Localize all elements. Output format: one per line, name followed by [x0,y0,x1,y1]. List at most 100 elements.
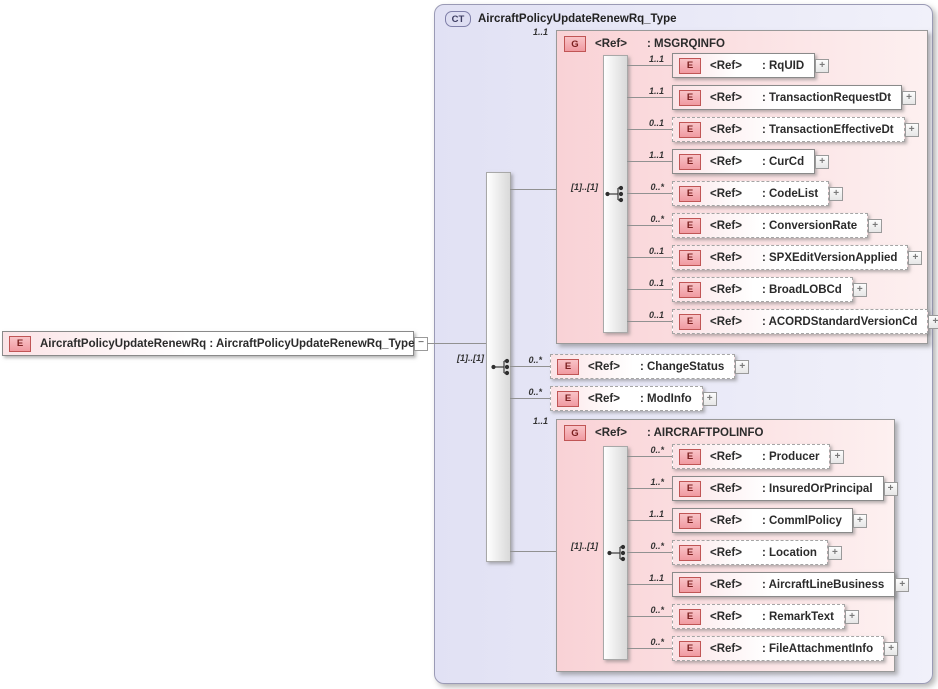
root-element-box[interactable]: E AircraftPolicyUpdateRenewRq : Aircraft… [2,331,414,356]
element-name: : RqUID [761,59,805,72]
element-box[interactable]: E <Ref> : CodeList + [672,181,844,206]
element-ref: <Ref> [710,283,742,296]
group-header: G <Ref> : MSGRQINFO [564,36,725,52]
element-name: : ChangeStatus [639,360,725,373]
element-badge: E [679,57,701,74]
expand-icon[interactable]: + [735,359,750,374]
element-name: : FileAttachmentInfo [761,642,874,655]
element-box[interactable]: E<Ref>: RqUID+ [672,53,830,78]
expand-icon[interactable]: + [868,218,883,233]
element-badge: E [679,185,701,202]
element-ref: <Ref> [710,482,742,495]
element-name: : ACORDStandardVersionCd [761,315,918,328]
element-ref: <Ref> [710,187,742,200]
element-name: : AircraftLineBusiness [761,578,885,591]
expand-icon[interactable]: + [702,391,717,406]
expand-icon[interactable]: + [829,186,844,201]
element-ref: <Ref> [710,219,742,232]
element-badge: E [679,480,701,497]
element-name: : ConversionRate [761,219,858,232]
element-box[interactable]: E <Ref> : AircraftLineBusiness + [672,572,910,597]
expand-icon[interactable]: + [815,154,830,169]
element-box[interactable]: E <Ref> : ConversionRate + [672,213,883,238]
element-ref: <Ref> [710,642,742,655]
group-badge: G [564,36,586,52]
element-ref: <Ref> [710,450,742,463]
expand-icon[interactable]: + [908,250,923,265]
element-ref: <Ref> [710,155,742,168]
element-box[interactable]: E<Ref>: Producer+ [672,444,845,469]
element-badge: E [679,448,701,465]
group-name: : MSGRQINFO [646,38,725,50]
element-box[interactable]: E<Ref>: TransactionRequestDt+ [672,85,917,110]
element-box[interactable]: E<Ref>: TransactionEffectiveDt+ [672,117,919,142]
element-box[interactable]: E <Ref> : CommlPolicy + [672,508,867,533]
element-badge: E [679,89,701,106]
element-badge: E [9,335,31,352]
element-box[interactable]: E <Ref> : BroadLOBCd + [672,277,867,302]
element-badge: E [679,512,701,529]
element-name: : BroadLOBCd [761,283,842,296]
expand-icon[interactable]: + [852,282,867,297]
element-box[interactable]: E <Ref> : CurCd + [672,149,830,174]
element-box[interactable]: E <Ref> : FileAttachmentInfo + [672,636,899,661]
group-ref: <Ref> [595,38,627,50]
element-box[interactable]: E <Ref> : RemarkText + [672,604,859,629]
element-name: : SPXEditVersionApplied [761,251,898,264]
complex-type-header: CT AircraftPolicyUpdateRenewRq_Type [445,11,677,27]
element-ref: <Ref> [710,514,742,527]
element-ref: <Ref> [710,315,742,328]
collapse-icon[interactable]: − [414,337,428,351]
expand-icon[interactable]: + [830,449,845,464]
root-element-label: AircraftPolicyUpdateRenewRq : AircraftPo… [40,337,415,350]
element-badge: E [557,358,579,375]
expand-icon[interactable]: + [883,481,898,496]
element-ref: <Ref> [588,392,620,405]
element-name: : Location [761,546,817,559]
expand-icon[interactable]: + [895,577,910,592]
complex-type-title: AircraftPolicyUpdateRenewRq_Type [478,13,677,25]
element-box[interactable]: E<Ref>: Location+ [672,540,842,565]
element-ref: <Ref> [710,578,742,591]
element-badge: E [679,153,701,170]
element-badge: E [679,640,701,657]
expand-icon[interactable]: + [827,545,842,560]
element-badge: E [679,217,701,234]
group-badge: G [564,425,586,441]
expand-icon[interactable]: + [815,58,830,73]
element-badge: E [679,313,701,330]
element-name: : TransactionEffectiveDt [761,123,894,136]
element-name: : RemarkText [761,610,834,623]
element-badge: E [679,249,701,266]
element-badge: E [679,608,701,625]
element-box[interactable]: E<Ref>: InsuredOrPrincipal+ [672,476,898,501]
element-badge: E [679,544,701,561]
element-name: : CurCd [761,155,805,168]
group-header: G <Ref> : AIRCRAFTPOLINFO [564,425,763,441]
element-name: : CommlPolicy [761,514,842,527]
expand-icon[interactable]: + [902,90,917,105]
element-badge: E [679,576,701,593]
element-box[interactable]: E<Ref>: ChangeStatus+ [550,354,750,379]
element-name: : CodeList [761,187,819,200]
element-badge: E [679,281,701,298]
element-box[interactable]: E <Ref> : SPXEditVersionApplied + [672,245,923,270]
element-box[interactable]: E <Ref> : ACORDStandardVersionCd + [672,309,938,334]
sequence-cardinality: [1]..[1] [457,353,484,363]
expand-icon[interactable]: + [884,641,899,656]
sequence-bar [486,172,511,562]
element-ref: <Ref> [710,610,742,623]
group-name: : AIRCRAFTPOLINFO [646,427,764,439]
group-ref: <Ref> [595,427,627,439]
expand-icon[interactable]: + [928,314,938,329]
element-name: : TransactionRequestDt [761,91,892,104]
element-box[interactable]: E <Ref> : ModInfo + [550,386,717,411]
element-name: : ModInfo [639,392,692,405]
expand-icon[interactable]: + [852,513,867,528]
expand-icon[interactable]: + [904,122,919,137]
complex-type-badge: CT [445,11,471,27]
element-badge: E [557,390,579,407]
expand-icon[interactable]: + [844,609,859,624]
element-ref: <Ref> [710,251,742,264]
